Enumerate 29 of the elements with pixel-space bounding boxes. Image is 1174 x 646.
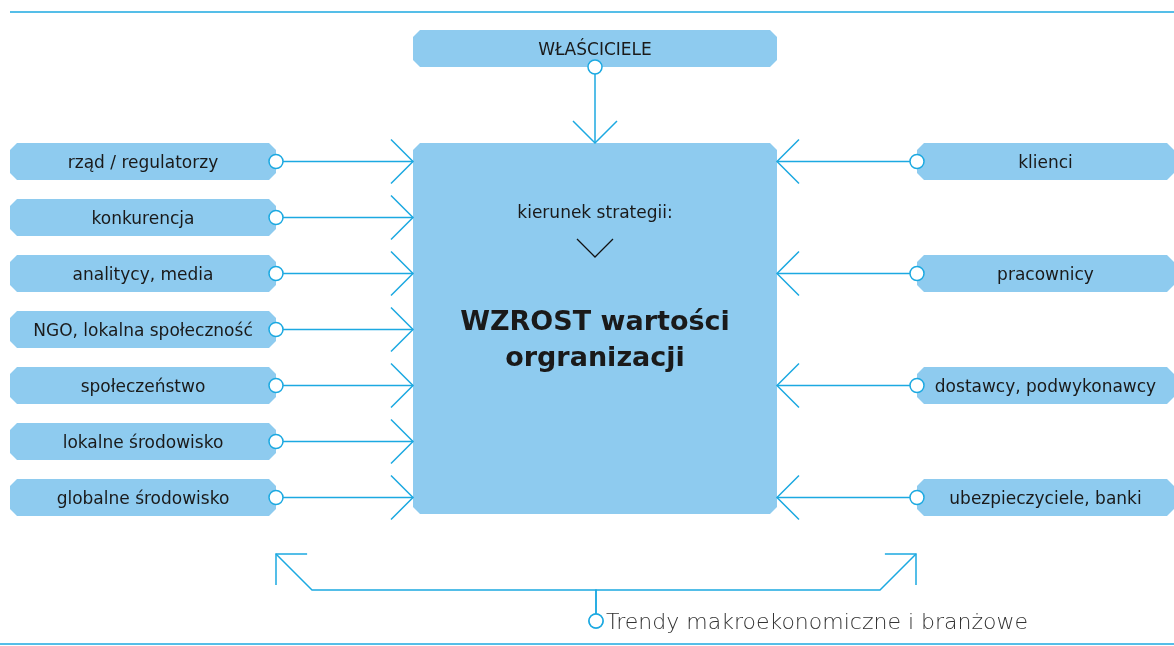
arrow [268,362,414,409]
stakeholder-box: klienci [917,143,1174,180]
stakeholder-box: NGO, lokalna społeczność [10,311,276,348]
arrow [268,306,414,353]
arrow [776,250,925,297]
stakeholder-box: lokalne środowisko [10,423,276,460]
stakeholder-box: ubezpieczyciele, banki [917,479,1174,516]
stakeholder-box: konkurencja [10,199,276,236]
arrow [268,194,414,241]
arrow [588,553,917,629]
arrow [268,138,414,185]
arrow [776,138,925,185]
stakeholder-box: dostawcy, podwykonawcy [917,367,1174,404]
stakeholder-box: analitycy, media [10,255,276,292]
arrow [268,418,414,465]
stakeholder-box: WŁAŚCICIELE [413,30,777,67]
arrow [268,474,414,521]
stakeholder-box: pracownicy [917,255,1174,292]
caption-text: Trendy makroekonomiczne i branżowe [606,604,1036,638]
arrow [776,362,925,409]
heading-text: WZROST wartości orgranizacji [459,304,731,374]
arrow [572,59,618,144]
stakeholder-box: globalne środowisko [10,479,276,516]
arrow [268,250,414,297]
stakeholder-box: rząd / regulatorzy [10,143,276,180]
subheading-text: kierunek strategii: [516,201,674,223]
arrow [776,474,925,521]
central-box [413,143,777,514]
stakeholder-box: społeczeństwo [10,367,276,404]
